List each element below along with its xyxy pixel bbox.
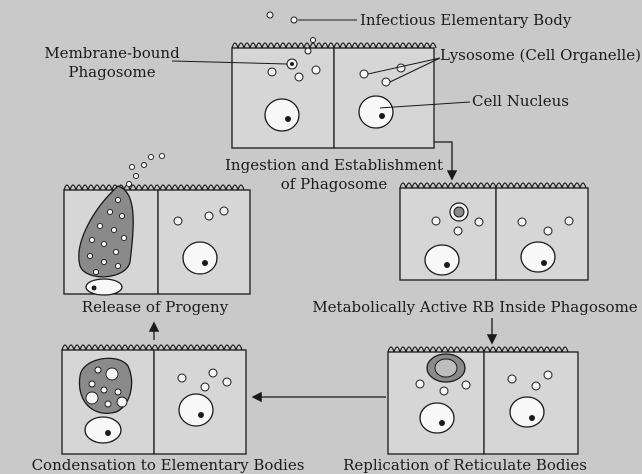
cell-nucleus [521, 242, 555, 272]
label-infectious-elementary-body: Infectious Elementary Body [360, 11, 571, 29]
cell-nucleus [265, 99, 299, 131]
microvilli [64, 185, 244, 190]
cell-nucleus [179, 394, 213, 426]
label-of-phagosome: of Phagosome [222, 175, 446, 193]
cell-nucleus [359, 96, 393, 128]
cell-pair-condensation [62, 345, 246, 454]
label-ingestion: Ingestion and Establishment [222, 156, 446, 174]
cell-nucleus [510, 397, 544, 427]
microvilli [388, 347, 568, 352]
cell-nucleus [425, 245, 459, 275]
label-replication: Replication of Reticulate Bodies [334, 456, 596, 474]
microvilli [232, 43, 436, 48]
cell-nucleus [183, 242, 217, 274]
cell-nucleus [86, 279, 122, 295]
microvilli [62, 345, 242, 350]
label-condensation: Condensation to Elementary Bodies [20, 456, 316, 474]
label-metabolically-active-rb: Metabolically Active RB Inside Phagosome [310, 298, 640, 316]
cell-nucleus [85, 417, 121, 443]
label-membrane-bound: Membrane-bound [42, 44, 182, 62]
cell-pair-replication [388, 347, 578, 454]
label-cell-nucleus: Cell Nucleus [472, 92, 569, 110]
label-phagosome: Phagosome [42, 63, 182, 81]
label-release-of-progeny: Release of Progeny [70, 298, 240, 316]
cell-pair-metabolic [400, 183, 588, 280]
cell-pair-infection [172, 12, 470, 148]
reticulate-body [454, 207, 464, 217]
cell-nucleus [420, 403, 454, 433]
label-lysosome: Lysosome (Cell Organelle) [440, 46, 641, 64]
